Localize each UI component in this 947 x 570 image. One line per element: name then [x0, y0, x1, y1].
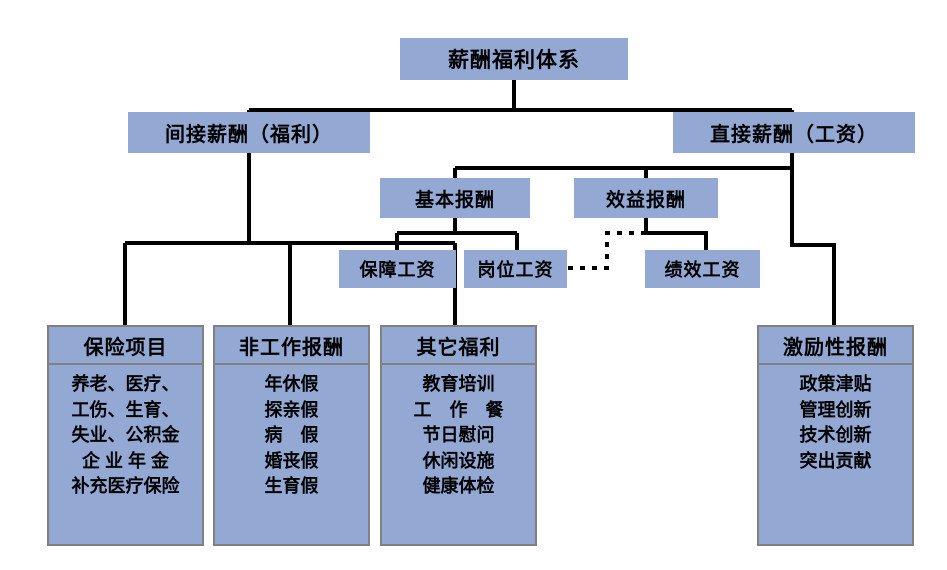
- panel-insurance-items: 养老、医疗、 工伤、生育、 失业、公积金 企业年金 补充医疗保险: [49, 365, 202, 544]
- node-basic-pay[interactable]: 基本报酬: [380, 178, 530, 218]
- list-item: 年休假: [264, 374, 319, 394]
- panel-insurance[interactable]: 保险项目 养老、医疗、 工伤、生育、 失业、公积金 企业年金 补充医疗保险: [47, 325, 204, 546]
- panel-non-work-pay[interactable]: 非工作报酬 年休假 探亲假 病 假 婚丧假 生育假: [213, 325, 370, 546]
- panel-incentive-pay[interactable]: 激励性报酬 政策津贴 管理创新 技术创新 突出贡献: [757, 325, 914, 546]
- node-indirect-compensation[interactable]: 间接薪酬（福利）: [128, 112, 370, 153]
- panel-other-benefits-header: 其它福利: [382, 327, 535, 365]
- list-item: 管理创新: [799, 399, 872, 420]
- list-item: 工 作 餐: [413, 399, 504, 420]
- panel-non-work-pay-header: 非工作报酬: [215, 327, 368, 365]
- panel-incentive-pay-header: 激励性报酬: [759, 327, 912, 365]
- list-item: 工伤、生育、: [71, 399, 180, 420]
- panel-insurance-header: 保险项目: [49, 327, 202, 365]
- node-guarantee-wage[interactable]: 保障工资: [339, 250, 456, 288]
- panel-other-benefits[interactable]: 其它福利 教育培训 工 作 餐 节日慰问 休闲设施 健康体检: [380, 325, 537, 546]
- list-item: 健康体检: [422, 476, 495, 497]
- list-item: 教育培训: [422, 374, 495, 394]
- list-item: 病 假: [264, 425, 319, 446]
- panel-incentive-pay-items: 政策津贴 管理创新 技术创新 突出贡献: [759, 365, 912, 544]
- list-item: 节日慰问: [422, 425, 495, 446]
- list-item: 婚丧假: [264, 450, 319, 471]
- list-item: 探亲假: [264, 399, 319, 420]
- connector-performance-elbow: [646, 231, 708, 250]
- node-root[interactable]: 薪酬福利体系: [400, 38, 628, 80]
- list-item: 补充医疗保险: [71, 476, 180, 497]
- node-direct-compensation[interactable]: 直接薪酬（工资）: [673, 112, 915, 153]
- list-item: 企业年金: [82, 450, 174, 471]
- list-item: 生育假: [264, 476, 319, 497]
- panel-other-benefits-items: 教育培训 工 作 餐 节日慰问 休闲设施 健康体检: [382, 365, 535, 544]
- node-position-wage[interactable]: 岗位工资: [464, 250, 567, 288]
- list-item: 失业、公积金: [71, 425, 180, 446]
- list-item: 技术创新: [799, 425, 872, 446]
- panel-non-work-pay-items: 年休假 探亲假 病 假 婚丧假 生育假: [215, 365, 368, 544]
- connector-direct-to-incentive: [790, 168, 836, 325]
- node-performance-wage[interactable]: 绩效工资: [645, 250, 760, 288]
- list-item: 突出贡献: [799, 450, 872, 471]
- connector-dashed-position-benefit: [567, 231, 646, 270]
- list-item: 休闲设施: [422, 450, 495, 471]
- list-item: 养老、医疗、: [71, 374, 180, 394]
- node-benefit-pay[interactable]: 效益报酬: [574, 178, 718, 218]
- list-item: 政策津贴: [799, 374, 872, 394]
